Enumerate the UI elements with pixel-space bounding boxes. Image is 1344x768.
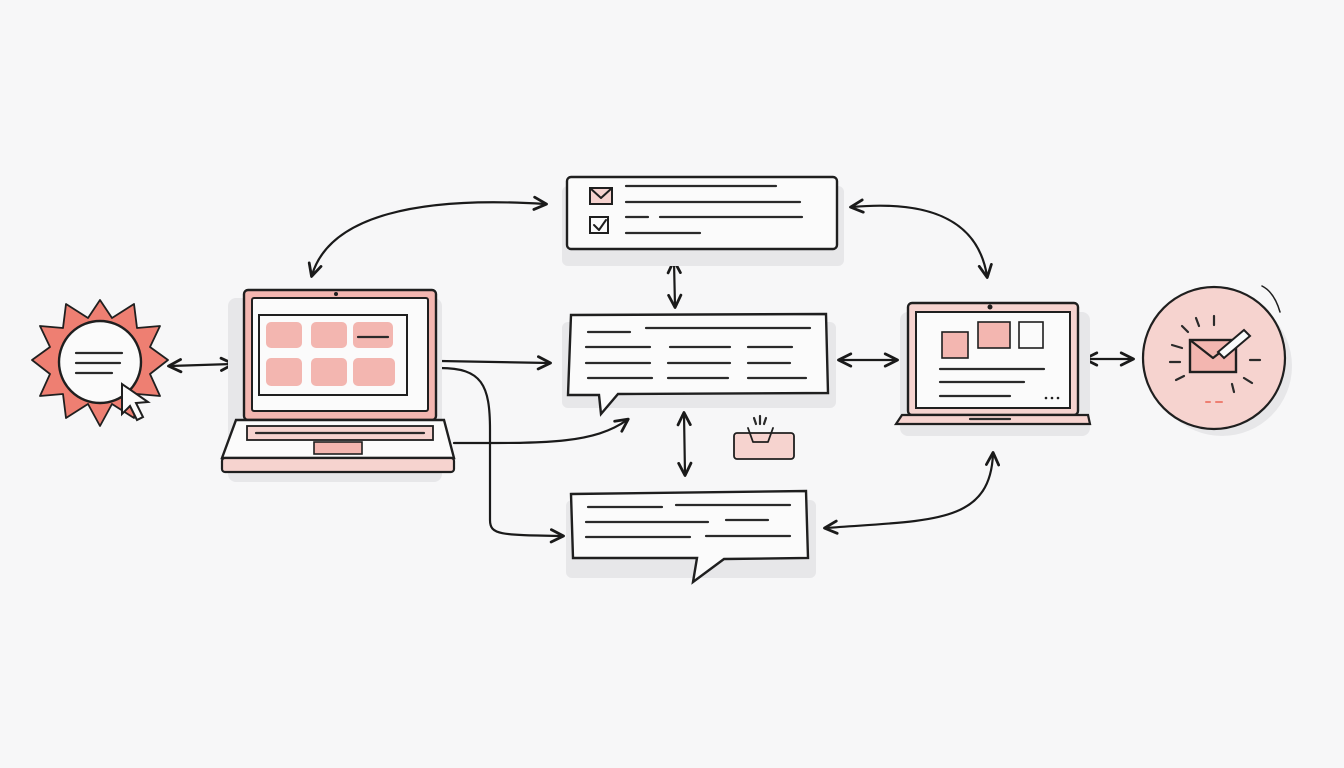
app-tile (353, 322, 393, 348)
app-tile (311, 358, 347, 386)
app-tile (353, 358, 395, 386)
connector-badge-laptop (167, 356, 235, 374)
sparkle-rays (1168, 314, 1262, 403)
trackpad (313, 441, 363, 455)
connector-top-message-right-laptop (849, 198, 993, 279)
cursor-click-icon (121, 382, 151, 422)
message-middle (562, 312, 836, 417)
small-inbox (733, 414, 795, 460)
app-tile (266, 322, 302, 348)
email-icon (1188, 328, 1252, 374)
message-bottom (566, 489, 816, 585)
app-tile (311, 322, 347, 348)
checkbox-icon (589, 216, 609, 234)
email-circle (1141, 285, 1292, 436)
laptop-left (220, 288, 456, 482)
message-top-card (565, 175, 839, 251)
message-top (562, 175, 844, 266)
laptop-right (893, 301, 1092, 436)
connector-top-middle-message (666, 259, 683, 309)
connector-laptop-middle-message (438, 355, 552, 371)
app-tile (266, 358, 302, 386)
connector-bottom-message-right-laptop (823, 451, 1001, 535)
connector-laptop-bottom-message (438, 366, 565, 544)
connector-laptop-middle-message-lower (452, 417, 630, 445)
connector-middle-bottom-message (676, 411, 693, 477)
inbox-tray-icon (733, 432, 795, 460)
envelope-icon (589, 187, 613, 205)
user-badge (31, 299, 169, 427)
connectors (167, 195, 1135, 544)
connector-laptop-top-message (307, 195, 548, 278)
